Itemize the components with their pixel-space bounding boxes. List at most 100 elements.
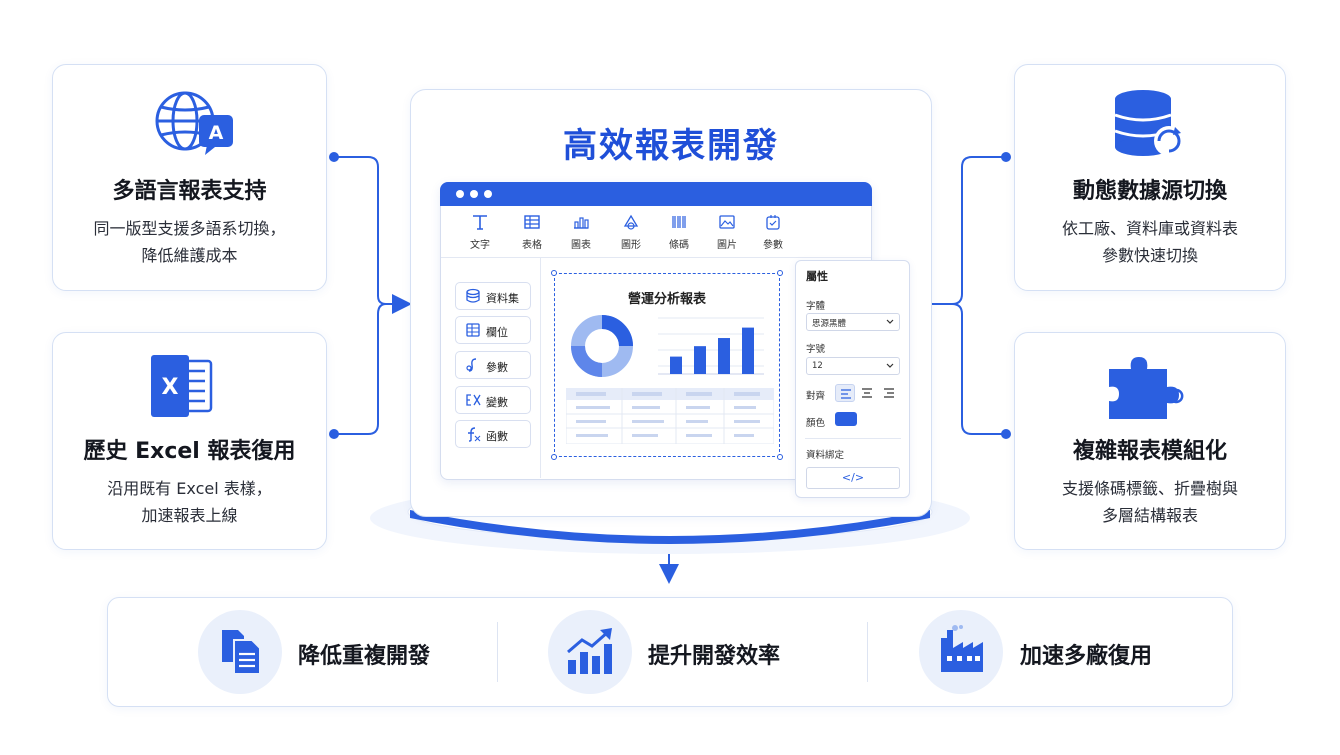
toolbar-parameter[interactable]: 參數 bbox=[750, 214, 796, 251]
data-table bbox=[566, 388, 774, 444]
shape-icon bbox=[623, 214, 639, 230]
desc-line: 加速報表上線 bbox=[141, 506, 238, 525]
toolbar-chart[interactable]: 圖表 bbox=[558, 214, 604, 251]
sidebar-label: 參數 bbox=[486, 361, 508, 374]
text-icon bbox=[473, 215, 487, 230]
divider bbox=[805, 438, 901, 439]
window-dot bbox=[484, 190, 492, 198]
benefit-label: 加速多廠復用 bbox=[1020, 644, 1153, 669]
toolbar-table[interactable]: 表格 bbox=[509, 214, 555, 251]
toolbar-label: 參數 bbox=[763, 240, 783, 251]
database-icon bbox=[466, 288, 480, 303]
parameter-icon bbox=[766, 215, 780, 230]
parameter-icon bbox=[466, 358, 477, 372]
toolbar-text[interactable]: 文字 bbox=[457, 214, 503, 251]
bar bbox=[718, 338, 730, 374]
card-dynamic-datasource: 動態數據源切換 依工廠、資料庫或資料表 參數快速切換 bbox=[1014, 64, 1286, 291]
color-swatch[interactable] bbox=[835, 412, 857, 426]
divider bbox=[497, 622, 498, 682]
bottom-benefits-bar bbox=[107, 597, 1233, 707]
sidebar-label: 欄位 bbox=[486, 326, 508, 339]
puzzle-icon bbox=[1109, 357, 1184, 419]
font-label: 字體 bbox=[806, 301, 826, 312]
window-dot bbox=[456, 190, 464, 198]
sidebar-item-dataset[interactable]: 資料集 bbox=[455, 282, 531, 310]
window-titlebar bbox=[440, 182, 872, 206]
sidebar-divider bbox=[540, 258, 541, 478]
desc-line: 支援條碼標籤、折疊樹與 bbox=[1061, 479, 1238, 498]
size-value: 12 bbox=[812, 361, 823, 371]
canvas-handle[interactable] bbox=[551, 454, 557, 460]
sidebar-item-field[interactable]: 欄位 bbox=[455, 316, 531, 344]
benefit-icon-circle bbox=[919, 610, 1003, 694]
sidebar-item-variable[interactable]: 變數 bbox=[455, 386, 531, 414]
table-icon bbox=[524, 215, 540, 229]
desc-line: 同一版型支援多語系切換， bbox=[93, 219, 286, 238]
align-label: 對齊 bbox=[806, 391, 826, 402]
card-title: 動態數據源切換 bbox=[1072, 179, 1227, 204]
sidebar-item-parameter[interactable]: 參數 bbox=[455, 351, 531, 379]
report-title: 營運分析報表 bbox=[627, 292, 706, 307]
card-excel-reuse: X 歷史 Excel 報表復用 沿用既有 Excel 表樣， 加速報表上線 bbox=[52, 332, 327, 550]
bar-chart bbox=[658, 317, 764, 375]
excel-icon: X bbox=[151, 355, 213, 417]
toolbar-label: 條碼 bbox=[669, 240, 689, 251]
icon-letter-x: X bbox=[162, 375, 179, 400]
sidebar-label: 變數 bbox=[486, 396, 508, 409]
factory-icon bbox=[941, 625, 983, 672]
properties-panel bbox=[795, 260, 910, 498]
data-binding-button[interactable]: </> bbox=[806, 467, 900, 489]
binding-label: 資料綁定 bbox=[806, 450, 845, 461]
field-icon bbox=[466, 323, 480, 337]
bar bbox=[670, 356, 682, 374]
desc-line: 沿用既有 Excel 表樣， bbox=[107, 479, 272, 498]
toolbar-label: 表格 bbox=[522, 240, 542, 251]
toolbar-image[interactable]: 圖片 bbox=[704, 214, 750, 251]
database-refresh-icon bbox=[1114, 90, 1184, 156]
benefit-label: 提升開發效率 bbox=[648, 644, 781, 669]
desc-line: 降低維護成本 bbox=[141, 246, 238, 265]
toolbar-shape[interactable]: 圖形 bbox=[608, 214, 654, 251]
card-description: 支援條碼標籤、折疊樹與 多層結構報表 bbox=[1015, 475, 1285, 529]
chevron-down-icon bbox=[886, 319, 894, 324]
card-multilanguage: A 多語言報表支持 同一版型支援多語系切換， 降低維護成本 bbox=[52, 64, 327, 291]
align-left-icon bbox=[841, 389, 851, 399]
variable-icon bbox=[466, 394, 481, 406]
toolbar-barcode[interactable]: 條碼 bbox=[656, 214, 702, 251]
benefit-label: 降低重複開發 bbox=[298, 644, 431, 669]
chart-icon bbox=[574, 217, 589, 229]
benefit-icon-circle bbox=[198, 610, 282, 694]
canvas-handle[interactable] bbox=[777, 454, 783, 460]
align-center-button[interactable] bbox=[857, 384, 877, 402]
card-complex-modular: 複雜報表模組化 支援條碼標籤、折疊樹與 多層結構報表 bbox=[1014, 332, 1286, 550]
desc-line: 依工廠、資料庫或資料表 bbox=[1061, 219, 1238, 238]
sidebar-label: 函數 bbox=[486, 430, 508, 443]
toolbar-label: 圖片 bbox=[717, 240, 737, 251]
bar bbox=[742, 327, 754, 374]
sidebar-label: 資料集 bbox=[486, 292, 519, 305]
desc-line: 多層結構報表 bbox=[1101, 506, 1198, 525]
growth-chart-icon bbox=[567, 628, 612, 674]
card-description: 同一版型支援多語系切換， 降低維護成本 bbox=[53, 215, 326, 269]
image-icon bbox=[719, 215, 735, 229]
bar bbox=[694, 346, 706, 374]
color-label: 顏色 bbox=[806, 418, 826, 429]
globe-translate-icon: A bbox=[155, 91, 233, 155]
chevron-down-icon bbox=[886, 363, 894, 368]
card-title: 複雜報表模組化 bbox=[1072, 439, 1227, 464]
align-left-button[interactable] bbox=[835, 384, 855, 402]
toolbar-label: 圖形 bbox=[621, 240, 641, 251]
font-select[interactable]: 思源黑體 bbox=[806, 313, 900, 331]
canvas-handle[interactable] bbox=[777, 270, 783, 276]
align-right-button[interactable] bbox=[879, 384, 899, 402]
card-title: 多語言報表支持 bbox=[112, 179, 267, 204]
size-select[interactable]: 12 bbox=[806, 357, 900, 375]
toolbar-label: 圖表 bbox=[571, 240, 591, 251]
align-right-icon bbox=[884, 388, 894, 398]
card-title: 歷史 Excel 報表復用 bbox=[83, 439, 296, 464]
report-canvas[interactable] bbox=[554, 273, 780, 457]
toolbar bbox=[441, 206, 871, 258]
sidebar-item-function[interactable]: 函數 bbox=[455, 420, 531, 448]
canvas-handle[interactable] bbox=[551, 270, 557, 276]
desc-line: 參數快速切換 bbox=[1101, 246, 1198, 265]
